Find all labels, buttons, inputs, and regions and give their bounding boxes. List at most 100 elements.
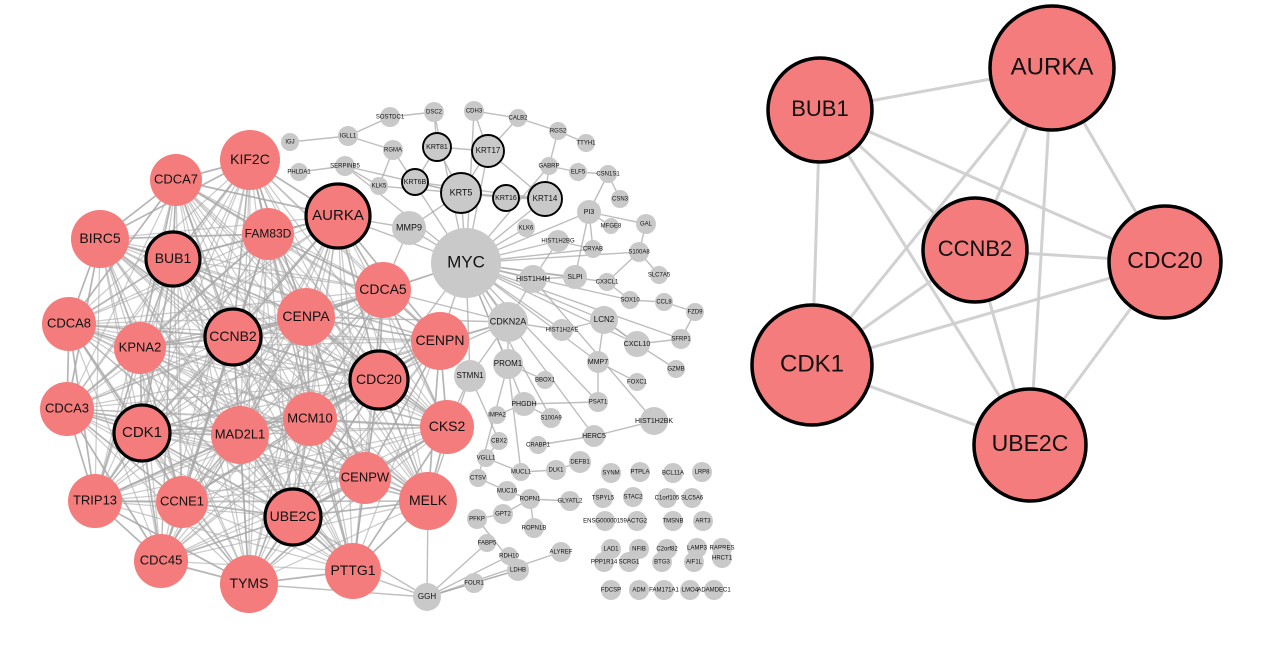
network-node-csn1s1[interactable]: CSN1S1 [596,165,620,183]
network-node-cenpn[interactable]: CENPN [411,312,469,370]
network-node-fzd9[interactable]: FZD9 [686,303,704,321]
network-node-stmn1[interactable]: STMN1 [454,360,486,392]
network-node-ppp1r14[interactable]: PPP1R14 [591,552,618,572]
network-node-pttg1[interactable]: PTTG1 [325,543,381,599]
network-node-tspyl5[interactable]: TSPYL5 [592,488,615,508]
network-node-slc7a5[interactable]: SLC7A5 [648,266,671,284]
network-node-vgll1[interactable]: VGLL1 [477,449,496,467]
network-node-melk[interactable]: MELK [399,472,457,530]
network-node-lrp8[interactable]: LRP8 [692,462,712,482]
network-node-tmsnb[interactable]: TMSNB [663,511,684,531]
network-node-rgma[interactable]: RGMA [383,140,403,160]
network-node-gabrp[interactable]: GABRP [538,157,560,175]
network-node-fam83d[interactable]: FAM83D [242,208,294,260]
network-node-hrct1[interactable]: HRCT1 [712,548,733,568]
network-node-alyref[interactable]: ALYREF [550,542,573,562]
network-node-mad2l1[interactable]: MAD2L1 [211,406,269,464]
network-node-birc5[interactable]: BIRC5 [71,210,129,268]
network-node-cxcl10[interactable]: CXCL10 [624,331,651,357]
network-node-adamdec1[interactable]: ADAMDEC1 [697,580,731,600]
network-node-lmo4[interactable]: LMO4 [680,580,700,600]
network-node-rgs2[interactable]: RGS2 [549,122,567,140]
network-node-cdc45[interactable]: CDC45 [134,534,188,588]
network-node-btg3[interactable]: BTG3 [652,552,672,572]
network-node-cdh3[interactable]: CDH3 [464,101,484,121]
network-node-ropn1[interactable]: ROPN1 [520,489,541,509]
network-node-hist1h2ae[interactable]: HIST1H2AE [546,319,579,341]
network-node-cdca7[interactable]: CDCA7 [150,154,202,206]
network-node-ropn1b[interactable]: ROPN1B [522,518,547,538]
network-node-krt5[interactable]: KRT5 [440,172,482,214]
network-node-ldhb[interactable]: LDHB [507,559,529,581]
network-node-c1orf105[interactable]: C1orf105 [655,488,680,508]
network-node-csn3[interactable]: CSN3 [611,190,629,208]
network-node-aif1l[interactable]: AIF1L [684,552,704,572]
network-node-myc[interactable]: MYC [431,228,501,298]
network-node-dlk1[interactable]: DLK1 [546,460,566,480]
network-node-fam171a1[interactable]: FAM171A1 [649,580,680,600]
network-node-gpt2[interactable]: GPT2 [493,504,513,524]
network-node-hist1h2bg[interactable]: HIST1H2BG [541,230,575,252]
network-node-serpinb5[interactable]: SERPINB5 [330,156,360,176]
network-node-phgdh[interactable]: PHGDH [511,392,537,416]
network-node-actg2[interactable]: ACTG2 [627,511,648,531]
network-node-elf5[interactable]: ELF5 [569,163,587,181]
network-node-cdca3[interactable]: CDCA3 [40,382,94,436]
network-node-cdca5[interactable]: CDCA5 [355,262,411,318]
network-node-psat1[interactable]: PSAT1 [588,392,608,412]
network-node-stac2[interactable]: STAC2 [623,487,643,507]
network-node-klk6[interactable]: KLK6 [517,219,535,237]
network-node-art3[interactable]: ART3 [693,511,713,531]
network-node-mcm10[interactable]: MCM10 [283,392,337,446]
network-node-sostdc1[interactable]: SOSTDC1 [376,107,405,127]
network-node-aurka[interactable]: AURKA [304,182,372,250]
network-node-hist1h2bk[interactable]: HIST1H2BK [635,407,673,435]
network-node-cdk1[interactable]: CDK1 [112,403,172,463]
network-node-cx3cl1[interactable]: CX3CL1 [596,273,619,291]
network-node-s100a8[interactable]: S100A8 [628,242,650,262]
network-node-prom1[interactable]: PROM1 [493,349,523,379]
clique-node-aurka[interactable]: AURKA [988,4,1116,132]
network-node-tyms[interactable]: TYMS [220,555,278,613]
network-node-sox10[interactable]: SOX10 [620,291,640,309]
network-node-ctsv[interactable]: CTSV [469,469,487,487]
network-node-sfrp1[interactable]: SFRP1 [671,329,691,349]
clique-node-ccnb2[interactable]: CCNB2 [921,196,1029,304]
network-node-mmp9[interactable]: MMP9 [392,211,426,245]
network-node-mfge8[interactable]: MFGE8 [601,218,622,234]
network-node-mmp7[interactable]: MMP7 [587,351,609,373]
network-node-defb1[interactable]: DEFB1 [569,451,591,473]
clique-node-cdk1[interactable]: CDK1 [750,303,874,427]
network-node-igll1[interactable]: IGLL1 [338,126,358,146]
network-node-cdc20[interactable]: CDC20 [348,349,410,411]
network-node-kif2c[interactable]: KIF2C [220,130,280,190]
network-node-impa2[interactable]: IMPA2 [488,406,506,424]
network-node-krt81[interactable]: KRT81 [422,132,452,162]
network-node-bub1[interactable]: BUB1 [144,230,202,288]
network-node-gzmb[interactable]: GZMB [667,360,685,378]
network-node-dsc2[interactable]: DSC2 [424,102,444,122]
network-node-pi3[interactable]: PI3 [577,200,601,224]
network-node-bcl11a[interactable]: BCL11A [662,463,684,483]
network-node-ensg00000159[interactable]: ENSG00000159 [583,511,628,531]
network-node-ccnb2[interactable]: CCNB2 [203,307,263,367]
network-node-bbox1[interactable]: BBOX1 [535,371,556,389]
network-node-ccl8[interactable]: CCL8 [655,293,673,311]
network-node-cks2[interactable]: CKS2 [420,400,474,454]
network-node-scrg1[interactable]: SCRG1 [619,552,640,572]
network-node-hist1h4h[interactable]: HIST1H4H [516,265,550,293]
network-node-krt16[interactable]: KRT16 [492,184,520,212]
network-node-lcn2[interactable]: LCN2 [590,306,618,334]
network-node-krt6b[interactable]: KRT6B [401,168,429,196]
network-node-ccne1[interactable]: CCNE1 [156,476,208,528]
network-node-glyatl2[interactable]: GLYATL2 [557,491,583,511]
clique-node-ube2c[interactable]: UBE2C [972,387,1088,503]
network-node-mucl1[interactable]: MUCL1 [511,463,532,481]
network-node-trip13[interactable]: TRIP13 [68,474,122,528]
network-node-s100a9[interactable]: S100A9 [540,408,562,428]
network-node-ptpla[interactable]: PTPLA [630,462,650,482]
network-node-cenpa[interactable]: CENPA [277,288,335,346]
network-node-cbx2[interactable]: CBX2 [490,432,508,450]
network-node-synm[interactable]: SYNM [601,463,621,483]
network-node-slpi[interactable]: SLPI [563,265,587,289]
